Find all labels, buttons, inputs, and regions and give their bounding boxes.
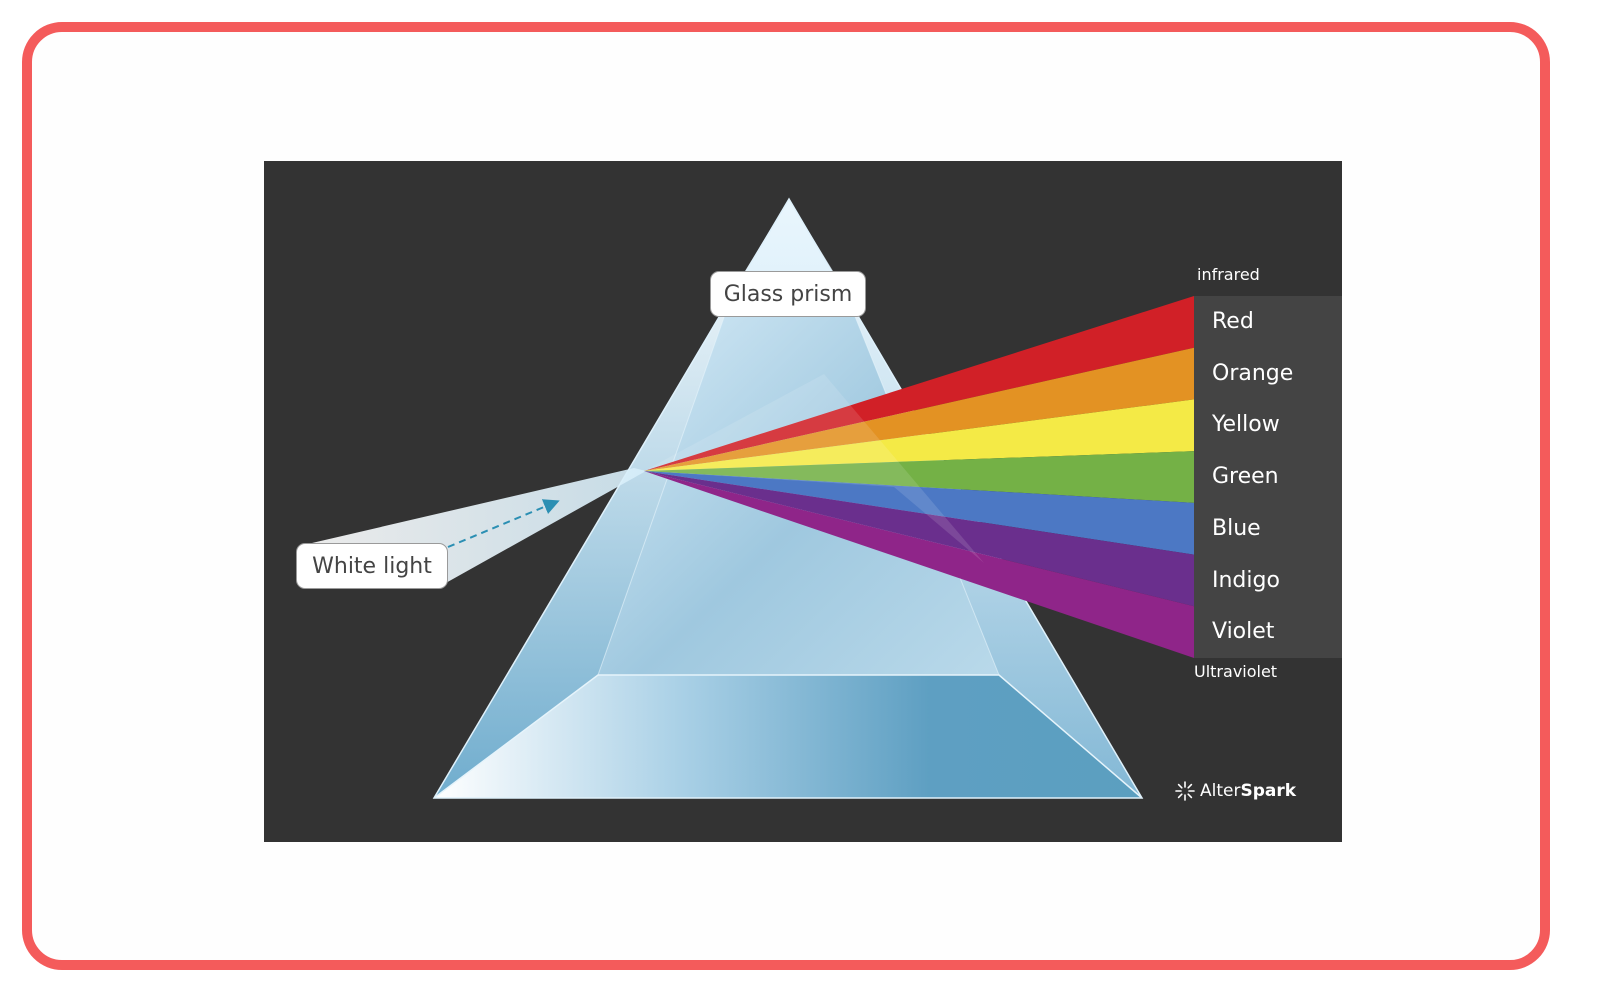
prism-illustration (312, 197, 1194, 799)
spectrum-band-red (644, 296, 1194, 471)
spectrum-band-indigo (644, 471, 1194, 607)
spectrum-label-red: Red (1212, 309, 1254, 334)
spectrum-bands (644, 296, 1194, 658)
spectrum-label-green: Green (1212, 464, 1279, 490)
prism-base-face (434, 675, 1142, 798)
spectrum-band-violet (644, 471, 1194, 658)
logo-text-part2: Spark (1240, 781, 1297, 801)
spectrum-band-green (644, 451, 1194, 503)
spectrum-band-yellow (644, 399, 1194, 471)
spark-icon (1174, 780, 1196, 802)
light-direction-arrow (447, 499, 560, 548)
prism-edges (433, 674, 1143, 799)
spectrum-label-indigo: Indigo (1212, 567, 1280, 593)
white-light-label: White light (296, 543, 448, 589)
glass-prism-label: Glass prism (710, 271, 866, 317)
logo-text-part1: Alter (1200, 781, 1241, 801)
infrared-label: infrared (1197, 265, 1260, 284)
ultraviolet-label: Ultraviolet (1194, 662, 1278, 681)
spectrum-label-violet: Violet (1212, 619, 1275, 645)
prism-glass-overlay (644, 374, 984, 563)
spectrum-label-blue: Blue (1212, 515, 1261, 541)
spectrum-label-yellow: Yellow (1212, 412, 1280, 438)
prism-edge-left (597, 288, 735, 676)
spectrum-label-orange: Orange (1212, 360, 1294, 386)
